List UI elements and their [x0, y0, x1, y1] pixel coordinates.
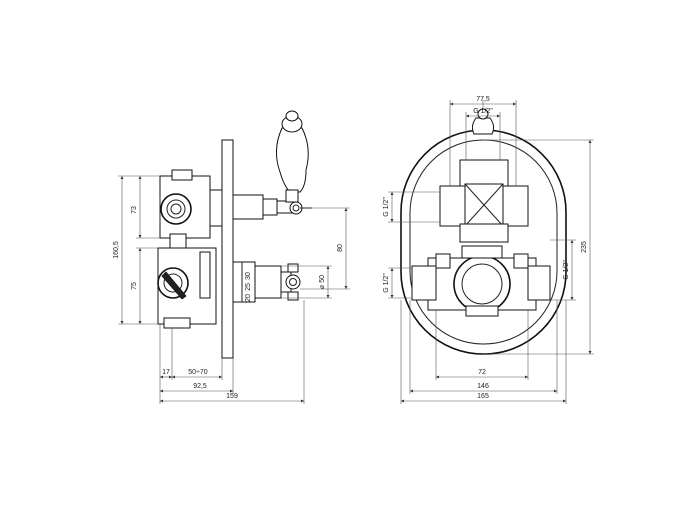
dim-thread-top — [465, 112, 501, 160]
thread-right-label: G 1/2" — [563, 260, 570, 280]
thermostatic-body-front — [411, 245, 551, 317]
dim-165-label: 165 — [477, 393, 489, 400]
dim-thread-left-upper — [388, 191, 440, 223]
dim-17-label: 17 — [162, 369, 170, 376]
diverter-body-front — [439, 159, 529, 243]
dim-235-label: 235 — [581, 241, 588, 253]
side-view: 30 25 20 73 160,5 75 80 — [113, 110, 350, 404]
lever-handle-side — [276, 110, 309, 203]
dim-dia50 — [281, 265, 332, 299]
dim-50-70-label: 50÷70 — [188, 369, 208, 376]
dim-thread-left-lower — [388, 267, 412, 299]
front-bottom-extension-lines — [400, 300, 567, 404]
dim-77-label: 77,5 — [476, 96, 490, 103]
thermostatic-cartridge — [232, 261, 301, 303]
dim-77 — [449, 100, 517, 186]
dim-80-label: 80 — [337, 244, 344, 252]
dim-235 — [483, 139, 594, 355]
front-view: 77,5 G 1/2" G 1/2" G 1/2" G 1/2" — [383, 96, 594, 404]
dim-75 — [136, 247, 158, 324]
upper-valve-body — [159, 169, 223, 239]
dim-thread-right — [550, 239, 576, 301]
diverter-stem — [232, 194, 312, 220]
lower-valve-body — [157, 247, 217, 329]
thread-left-lower-label: G 1/2" — [383, 273, 390, 293]
dim-146-label: 146 — [477, 383, 489, 390]
dim-75-label: 75 — [131, 282, 138, 290]
dim-73 — [136, 175, 160, 239]
scale-tick-20: 20 — [245, 294, 252, 302]
dim-72-label: 72 — [478, 369, 486, 376]
dim-159-label: 159 — [226, 393, 238, 400]
dim-160-label: 160,5 — [113, 241, 120, 259]
scale-tick-25: 25 — [245, 283, 252, 291]
thread-top-label: G 1/2" — [473, 108, 493, 115]
dim-160 — [118, 175, 158, 325]
dim-80 — [300, 207, 350, 290]
thread-left-upper-label: G 1/2" — [383, 197, 390, 217]
lever-handle-front — [471, 100, 495, 135]
dim-73-label: 73 — [131, 206, 138, 214]
dim-92-label: 92,5 — [193, 383, 207, 390]
dim-dia50-label: ⌀ 50 — [319, 275, 326, 289]
scale-tick-30: 30 — [245, 272, 252, 280]
body-connector — [169, 233, 187, 249]
wall-plate — [221, 139, 234, 359]
